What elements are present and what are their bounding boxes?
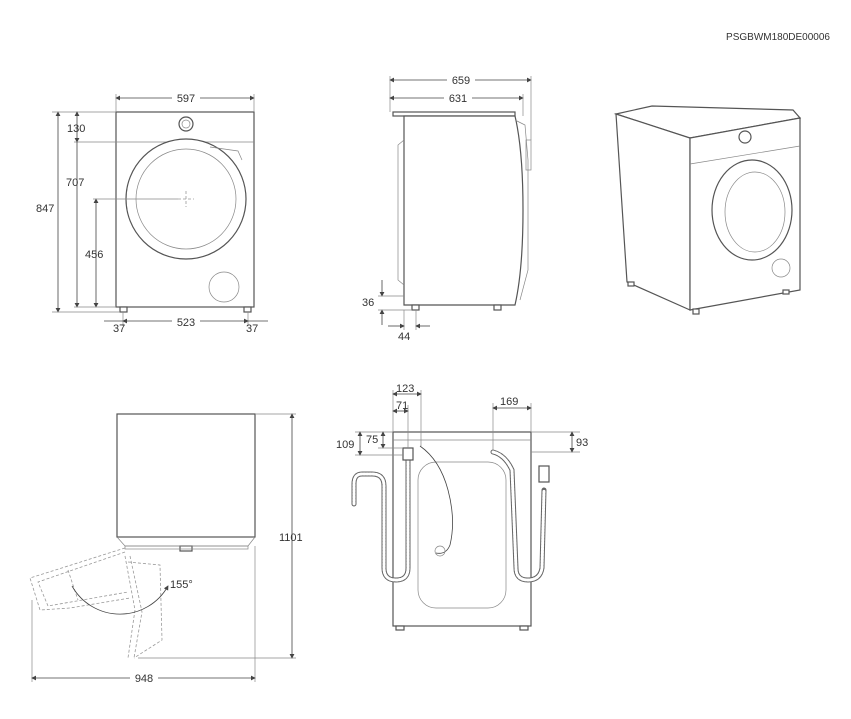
- rear-hose-offset-label: 123: [396, 383, 414, 395]
- feet-inset-left-label: 37: [113, 323, 125, 335]
- front-foot-left: [119, 306, 128, 313]
- foot-inset-label: 44: [398, 331, 410, 343]
- iso-knob: [738, 130, 752, 144]
- side-depth-total-label: 659: [452, 75, 470, 87]
- rear-panel: [417, 461, 507, 609]
- perspective-view: [613, 105, 802, 315]
- front-height-label: 847: [36, 203, 54, 215]
- side-door-profile: [514, 119, 529, 301]
- front-width-label: 597: [177, 93, 195, 105]
- door-top-height-label: 707: [66, 177, 84, 189]
- power-plug: [434, 545, 446, 557]
- top-panel-label: 130: [67, 123, 85, 135]
- feet-inset-right-label: 37: [246, 323, 258, 335]
- side-view: 659 631 36 44: [362, 73, 532, 343]
- feet-span-label: 523: [177, 317, 195, 329]
- rear-right-top-label: 93: [576, 437, 588, 449]
- side-foot-rear: [411, 304, 420, 311]
- iso-side: [615, 113, 691, 311]
- open-door-outline: [29, 547, 131, 611]
- side-cabinet: [403, 115, 524, 306]
- foot-height-label: 36: [362, 297, 374, 309]
- doc-code: PSGBWM180DE00006: [726, 32, 830, 43]
- side-depth-body-label: 631: [449, 93, 467, 105]
- rear-inlet-top-label: 75: [366, 434, 378, 446]
- rear-hose-inner-label: 71: [396, 400, 408, 412]
- door-handle: [209, 146, 243, 161]
- swing-arc: [71, 585, 169, 615]
- door-open-height-label: 1101: [279, 532, 303, 544]
- door-angle-label: 155°: [170, 579, 193, 591]
- side-foot-front: [493, 304, 502, 311]
- door-open-depth-label: 948: [135, 673, 153, 685]
- door-center-height-label: 456: [85, 249, 103, 261]
- top-view-body: [116, 413, 256, 538]
- front-foot-right: [243, 306, 252, 313]
- iso-filter: [771, 258, 791, 278]
- rear-cabinet: [392, 431, 532, 627]
- iso-door-glass: [724, 171, 786, 253]
- rear-view: 123 71 109 75 169 93: [336, 383, 588, 631]
- filter-cover: [208, 271, 240, 303]
- side-door-handle: [525, 139, 532, 171]
- door-open-view: 155° 1101 948: [29, 413, 303, 685]
- front-view: 597 847 130 707 456 523 37 37: [36, 91, 268, 335]
- side-back-detail: [397, 139, 405, 286]
- power-cord: [419, 445, 453, 554]
- rear-right-offset-label: 169: [500, 396, 518, 408]
- rear-drain-top-label: 109: [336, 439, 354, 451]
- program-knob: [178, 116, 194, 132]
- iso-door-outer: [711, 159, 793, 261]
